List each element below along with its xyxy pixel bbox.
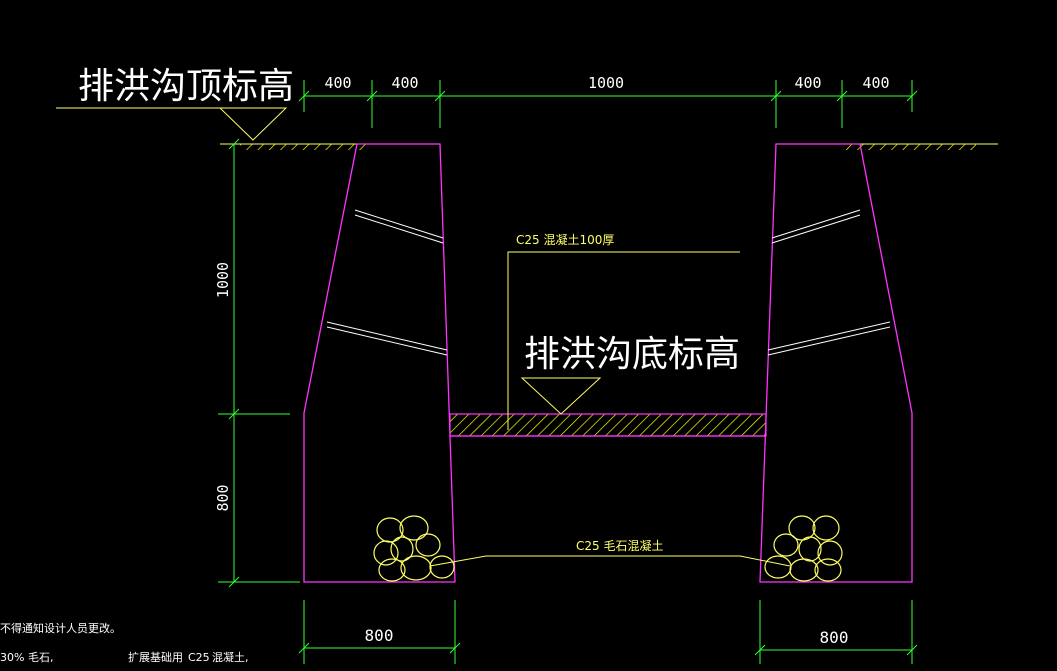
top-dimension-line [298,80,918,128]
bottom-slab [449,413,767,437]
note-line-2b: 扩展基础用 [128,650,183,664]
weep-holes-right [767,209,891,356]
weep-holes-left [326,209,448,356]
dim-top-1: 400 [324,74,351,92]
rubble-stones-right [764,515,843,582]
dim-base-left: 800 [365,626,394,645]
note-line-2c: C25 [188,651,210,664]
slab-leader [507,251,740,430]
bottom-elevation-marker [520,377,602,415]
bottom-elevation-label: 排洪沟底标高 [524,334,740,375]
c25-slab-label: C25 混凝土100厚 [516,232,614,247]
dim-top-3: 1000 [588,74,624,92]
right-wall [759,143,913,583]
c25-rubble-label: C25 毛石混凝土 [576,538,663,553]
dim-height-lower: 800 [214,484,232,511]
note-line-1: 不得通知设计人员更改。 [0,621,121,635]
dim-top-2: 400 [391,74,418,92]
note-line-2d: 混凝土, [212,650,249,664]
vertical-dimension-line [218,138,300,588]
dim-top-5: 400 [862,74,889,92]
note-line-2a: 30% 毛石, [0,651,53,664]
dim-base-right: 800 [820,628,849,647]
left-wall [303,143,456,583]
top-elevation-label: 排洪沟顶标高 [78,66,294,107]
rubble-stones-left [373,515,455,582]
ground-line-right [776,143,998,150]
dim-height-upper: 1000 [214,262,232,298]
ground-line-left [56,107,372,150]
rubble-leader [429,555,791,567]
base-dimension-left [298,600,461,664]
top-elevation-marker [218,107,288,141]
base-dimension-right [754,600,918,664]
dim-top-4: 400 [794,74,821,92]
